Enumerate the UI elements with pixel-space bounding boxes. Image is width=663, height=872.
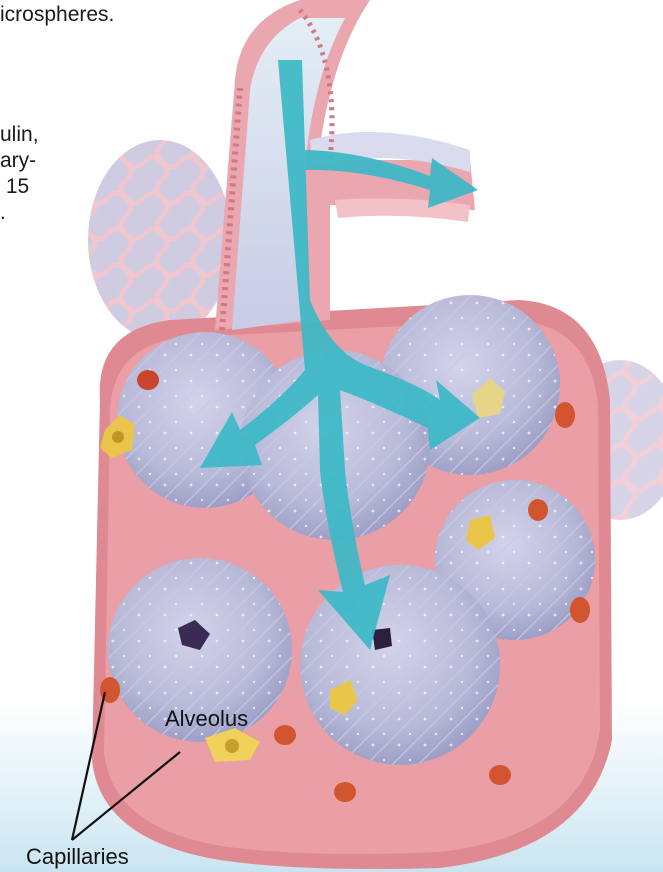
capillaries-label: Capillaries: [26, 844, 129, 870]
alveolus-label: Alveolus: [165, 706, 248, 732]
